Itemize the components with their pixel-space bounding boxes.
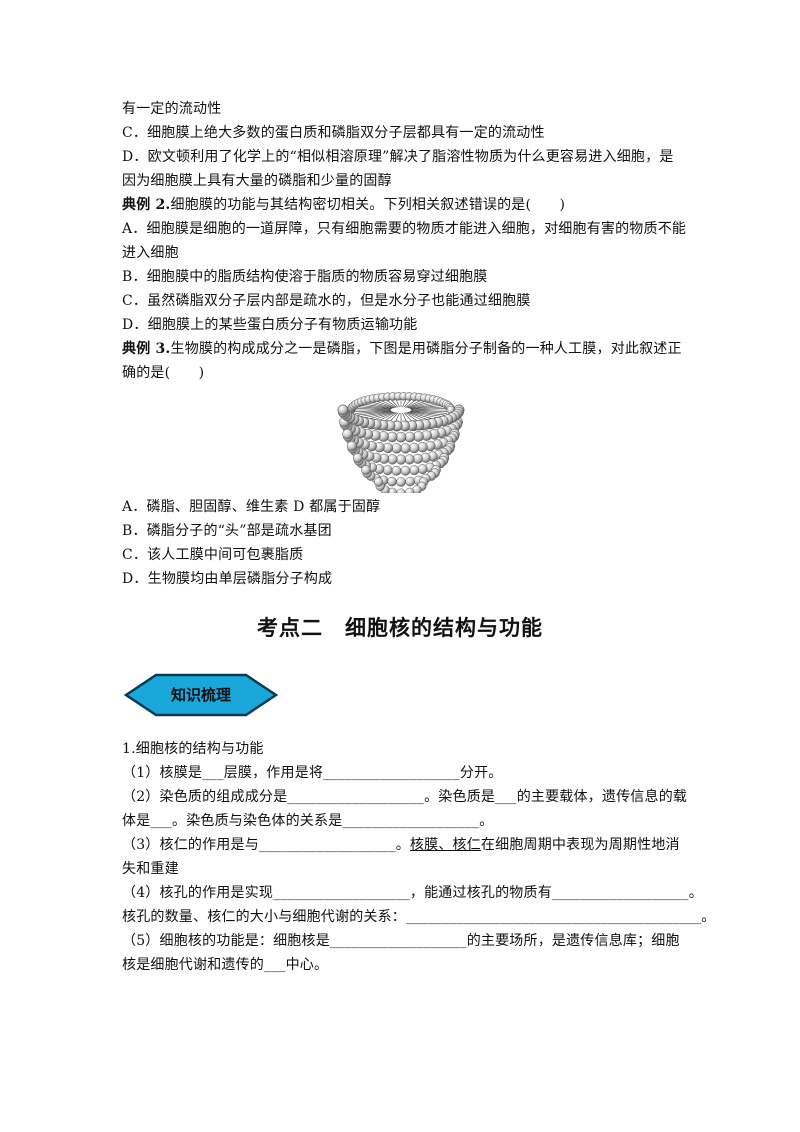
option-c: C．虽然磷脂双分子层内部是疏水的，但是水分子也能通过细胞膜 xyxy=(122,293,531,309)
example-2-question: 典例 2.细胞膜的功能与其结构密切相关。下列相关叙述错误的是( ) xyxy=(122,197,566,213)
example-label: 典例 3. xyxy=(122,341,171,357)
knowledge-item: （4）核孔的作用是实现___________________，能通过核孔的物质有… xyxy=(122,885,703,901)
example-label: 典例 2. xyxy=(122,197,171,213)
option-c: C．该人工膜中间可包裹脂质 xyxy=(122,547,304,563)
knowledge-item: 核孔的数量、核仁的大小与细胞代谢的关系：____________________… xyxy=(122,909,716,925)
option-a: A．细胞膜是细胞的一道屏障，只有细胞需要的物质才能进入细胞，对细胞有害的物质不能 xyxy=(122,221,687,237)
knowledge-item: 体是___。染色质与染色体的关系是___________________。 xyxy=(122,813,494,829)
text-line: 有一定的流动性 xyxy=(122,101,222,117)
badge-diamond-icon xyxy=(123,673,279,717)
knowledge-item: 失和重建 xyxy=(122,861,179,877)
knowledge-item: （1）核膜是___层膜，作用是将___________________分开。 xyxy=(122,765,503,781)
option-d: D．细胞膜上的某些蛋白质分子有物质运输功能 xyxy=(122,317,418,333)
knowledge-item: 核是细胞代谢和遗传的___中心。 xyxy=(122,957,329,973)
option-b: B．细胞膜中的脂质结构使溶于脂质的物质容易穿过细胞膜 xyxy=(122,269,488,285)
option-c: C．细胞膜上绝大多数的蛋白质和磷脂双分子层都具有一定的流动性 xyxy=(122,125,545,141)
underlined-term: 核膜、核仁 xyxy=(409,837,481,853)
text-line: 进入细胞 xyxy=(122,245,179,261)
knowledge-item: （2）染色质的组成成分是___________________。染色质是___的… xyxy=(122,789,688,805)
example-3-question: 典例 3.生物膜的构成成分之一是磷脂，下图是用磷脂分子制备的一种人工膜，对此叙述… xyxy=(122,341,682,357)
option-b: B．磷脂分子的“头”部是疏水基团 xyxy=(122,523,332,539)
option-a: A．磷脂、胆固醇、维生素 D 都属于固醇 xyxy=(122,499,381,515)
text-line: 确的是( ) xyxy=(122,365,205,381)
option-d: D．生物膜均由单层磷脂分子构成 xyxy=(122,571,333,587)
knowledge-item: （5）细胞核的功能是：细胞核是___________________的主要场所，… xyxy=(122,933,680,949)
knowledge-title: 1.细胞核的结构与功能 xyxy=(122,741,264,757)
knowledge-badge-label: 知识梳理 xyxy=(170,686,231,704)
option-d: D．欧文顿利用了化学上的“相似相溶原理”解决了脂溶性物质为什么更容易进入细胞，是 xyxy=(122,149,674,165)
section-heading: 考点二 细胞核的结构与功能 xyxy=(257,616,543,640)
text-line: 因为细胞膜上具有大量的磷脂和少量的固醇 xyxy=(122,173,392,189)
knowledge-item: （3）核仁的作用是与___________________。核膜、核仁在细胞周期… xyxy=(122,837,680,853)
liposome-figure xyxy=(337,392,465,493)
